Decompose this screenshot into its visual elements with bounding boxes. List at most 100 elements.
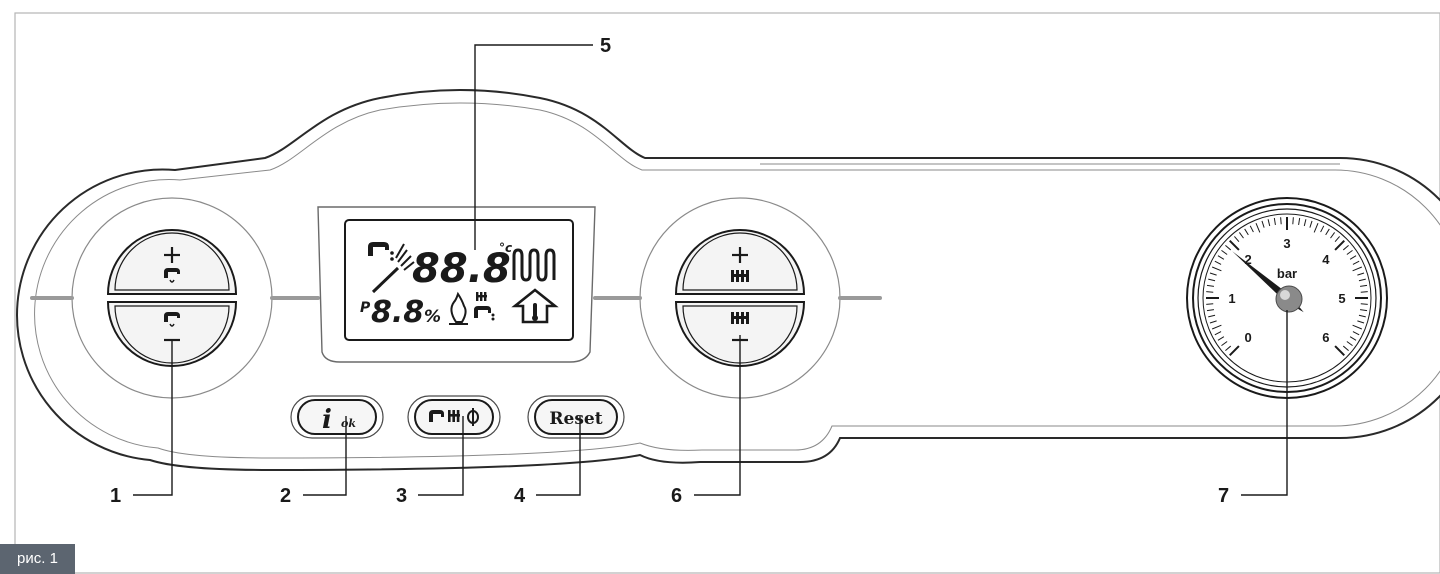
gauge-ticks bbox=[1206, 217, 1368, 356]
gauge-scale-label: 1 bbox=[1228, 291, 1235, 306]
gauge-tick bbox=[1346, 249, 1353, 255]
gauge-tick bbox=[1273, 217, 1276, 225]
gauge-tick bbox=[1229, 240, 1240, 251]
gauge-tick bbox=[1342, 245, 1349, 251]
flame-icon bbox=[449, 291, 468, 325]
panel-inner-outline bbox=[34, 102, 1440, 459]
leader-5 bbox=[474, 44, 593, 250]
figure-frame bbox=[14, 12, 1440, 574]
gauge-tick bbox=[1206, 309, 1214, 312]
gauge-scale-label: 0 bbox=[1244, 330, 1251, 345]
leader-4 bbox=[536, 416, 581, 496]
tap-icon bbox=[164, 268, 180, 283]
gauge-tick bbox=[1234, 236, 1240, 243]
gauge-tick bbox=[1334, 240, 1345, 251]
gauge-tick bbox=[1309, 220, 1313, 228]
lcd-display: 88.8 °c P 8.8 % bbox=[317, 206, 596, 363]
gauge-tick bbox=[1206, 303, 1214, 305]
power-icon bbox=[467, 408, 479, 426]
radiator-icon bbox=[731, 312, 749, 324]
gauge-tick bbox=[1358, 278, 1366, 282]
gauge-tick bbox=[1352, 331, 1360, 336]
gauge-tick bbox=[1208, 278, 1216, 282]
gauge-tick bbox=[1320, 225, 1325, 233]
gauge-scale-label: 6 bbox=[1322, 330, 1329, 345]
gauge-tick bbox=[1229, 345, 1240, 356]
tap-icon bbox=[474, 306, 495, 321]
gauge-tick bbox=[1255, 222, 1261, 233]
gauge-tick bbox=[1334, 236, 1340, 243]
gauge-tick bbox=[1225, 245, 1232, 251]
gauge-tick bbox=[1261, 220, 1265, 228]
heating-minus-button[interactable] bbox=[674, 301, 806, 367]
gauge-scale-label: 2 bbox=[1244, 252, 1251, 267]
lcd-main-digits: 88.8 bbox=[412, 246, 511, 292]
gauge-tick bbox=[1214, 260, 1222, 265]
gauge-tick bbox=[1349, 255, 1357, 260]
gauge-tick bbox=[1334, 345, 1345, 356]
tap-icon bbox=[429, 410, 444, 422]
reset-label: Reset bbox=[549, 409, 602, 429]
gauge-tick bbox=[1352, 324, 1363, 330]
gauge-tick bbox=[1244, 228, 1249, 236]
gauge-tick bbox=[1303, 219, 1307, 227]
gauge-tick bbox=[1208, 314, 1216, 318]
gauge-tick bbox=[1221, 249, 1228, 255]
gauge-scale-label: 5 bbox=[1338, 291, 1345, 306]
tap-icon bbox=[164, 312, 180, 327]
dhw-temp-rocker bbox=[106, 229, 238, 367]
gauge-tick bbox=[1225, 345, 1232, 351]
gauge-tick bbox=[1346, 341, 1353, 347]
mode-button[interactable] bbox=[407, 395, 501, 439]
gauge-tick bbox=[1214, 331, 1222, 336]
heating-temp-rocker bbox=[674, 229, 806, 367]
callout-2: 2 bbox=[280, 485, 291, 507]
radiator-icon bbox=[476, 292, 487, 301]
gauge-tick bbox=[1342, 345, 1349, 351]
reset-button[interactable]: Reset bbox=[527, 395, 625, 439]
leader-2 bbox=[303, 416, 347, 496]
tap-icon bbox=[368, 242, 394, 261]
lcd-small-digits: 8.8 bbox=[371, 295, 424, 330]
info-icon: i bbox=[322, 405, 332, 435]
gauge-tick bbox=[1292, 217, 1294, 225]
gauge-tick bbox=[1217, 336, 1225, 341]
gauge-tick bbox=[1360, 284, 1368, 287]
chimney-sweep-icon bbox=[371, 243, 415, 294]
callout-7: 7 bbox=[1218, 485, 1229, 507]
dhw-minus-button[interactable] bbox=[106, 301, 238, 367]
gauge-tick bbox=[1349, 336, 1357, 341]
house-temp-icon bbox=[511, 288, 559, 324]
gauge-tick bbox=[1221, 341, 1228, 347]
gauge-tick bbox=[1211, 266, 1222, 272]
gauge-tick bbox=[1209, 272, 1217, 276]
leader-lines bbox=[133, 44, 1288, 496]
gauge-tick bbox=[1211, 324, 1222, 330]
leader-6 bbox=[694, 335, 741, 496]
gauge-tick bbox=[1209, 320, 1217, 324]
gauge-tick bbox=[1298, 217, 1301, 225]
gauge-unit: bar bbox=[1277, 266, 1297, 281]
gauge-tick bbox=[1206, 284, 1214, 287]
gauge-tick bbox=[1206, 291, 1214, 293]
gauge-tick bbox=[1360, 303, 1368, 305]
gauge-tick bbox=[1217, 255, 1225, 260]
gauge-tick bbox=[1325, 228, 1330, 236]
radiator-icon bbox=[448, 410, 460, 422]
gauge-tick bbox=[1360, 309, 1368, 312]
gauge-scale-label: 3 bbox=[1283, 236, 1290, 251]
leader-1 bbox=[133, 340, 173, 496]
gauge-tick bbox=[1238, 232, 1244, 239]
info-ok-button[interactable]: i ok bbox=[290, 395, 384, 439]
lcd-percent: % bbox=[424, 307, 441, 327]
lcd-pressure-prefix: P bbox=[360, 300, 371, 316]
gauge-hub-highlight bbox=[1280, 290, 1290, 300]
gauge-tick bbox=[1280, 217, 1282, 225]
callout-4: 4 bbox=[514, 485, 526, 507]
gauge-tick bbox=[1249, 225, 1254, 233]
lcd-temp-unit: °c bbox=[499, 241, 512, 255]
gauge-tick bbox=[1352, 266, 1363, 272]
info-ok-label: ok bbox=[341, 417, 356, 430]
